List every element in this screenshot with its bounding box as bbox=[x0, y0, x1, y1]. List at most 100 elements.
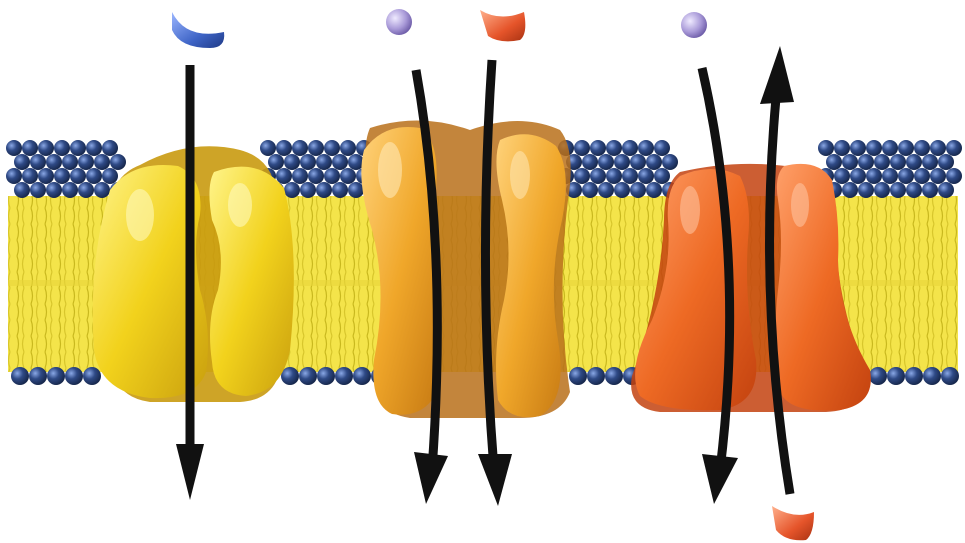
head-group-bead bbox=[324, 168, 340, 184]
head-group-bead bbox=[335, 367, 353, 385]
head-group-bead bbox=[890, 182, 906, 198]
head-group-bead bbox=[826, 154, 842, 170]
head-group-bead bbox=[914, 168, 930, 184]
head-group-bead bbox=[569, 367, 587, 385]
head-group-bead bbox=[654, 140, 670, 156]
antiporter-highlight bbox=[680, 186, 700, 234]
head-group-bead bbox=[102, 140, 118, 156]
head-group-bead bbox=[299, 367, 317, 385]
head-group-bead bbox=[110, 154, 126, 170]
head-group-bead bbox=[316, 154, 332, 170]
head-group-bead bbox=[905, 367, 923, 385]
head-group-bead bbox=[869, 367, 887, 385]
head-group-bead bbox=[646, 182, 662, 198]
head-group-bead bbox=[47, 367, 65, 385]
head-group-bead bbox=[922, 154, 938, 170]
head-group-bead bbox=[598, 154, 614, 170]
head-group-bead bbox=[94, 154, 110, 170]
head-group-bead bbox=[30, 154, 46, 170]
head-group-bead bbox=[78, 154, 94, 170]
head-group-bead bbox=[78, 182, 94, 198]
head-group-bead bbox=[946, 140, 962, 156]
antiporter-protein bbox=[631, 164, 871, 412]
sphere-icon bbox=[681, 12, 707, 38]
head-group-bead bbox=[866, 168, 882, 184]
head-group-bead bbox=[606, 140, 622, 156]
uniporter-highlight bbox=[228, 183, 252, 227]
head-group-bead bbox=[906, 154, 922, 170]
head-group-bead bbox=[842, 182, 858, 198]
head-group-bead bbox=[834, 168, 850, 184]
head-group-bead bbox=[38, 168, 54, 184]
head-group-bead bbox=[86, 168, 102, 184]
wedge-icon bbox=[772, 506, 814, 540]
head-group-bead bbox=[54, 140, 70, 156]
head-group-bead bbox=[260, 140, 276, 156]
uniporter-highlight bbox=[126, 189, 154, 241]
head-group-bead bbox=[340, 168, 356, 184]
head-group-bead bbox=[858, 154, 874, 170]
head-group-bead bbox=[276, 168, 292, 184]
head-group-bead bbox=[284, 182, 300, 198]
head-group-bead bbox=[874, 154, 890, 170]
head-group-bead bbox=[83, 367, 101, 385]
head-group-bead bbox=[268, 154, 284, 170]
head-group-bead bbox=[14, 182, 30, 198]
head-group-bead bbox=[317, 367, 335, 385]
head-group-bead bbox=[866, 140, 882, 156]
head-group-bead bbox=[914, 140, 930, 156]
sphere-icon bbox=[386, 9, 412, 35]
head-group-bead bbox=[646, 154, 662, 170]
head-group-bead bbox=[614, 182, 630, 198]
head-group-bead bbox=[638, 140, 654, 156]
head-group-bead bbox=[590, 168, 606, 184]
head-group-bead bbox=[300, 182, 316, 198]
head-group-bead bbox=[930, 168, 946, 184]
head-group-bead bbox=[65, 367, 83, 385]
head-group-bead bbox=[923, 367, 941, 385]
head-group-bead bbox=[887, 367, 905, 385]
head-group-bead bbox=[890, 154, 906, 170]
head-group-bead bbox=[11, 367, 29, 385]
head-group-bead bbox=[941, 367, 959, 385]
head-group-bead bbox=[605, 367, 623, 385]
head-group-bead bbox=[598, 182, 614, 198]
head-group-bead bbox=[630, 182, 646, 198]
head-group-bead bbox=[614, 154, 630, 170]
head-group-bead bbox=[582, 154, 598, 170]
symporter-highlight bbox=[510, 151, 530, 199]
wedge-icon bbox=[480, 10, 525, 41]
head-group-bead bbox=[308, 140, 324, 156]
head-group-bead bbox=[882, 168, 898, 184]
head-group-bead bbox=[292, 140, 308, 156]
head-group-bead bbox=[300, 154, 316, 170]
head-group-bead bbox=[858, 182, 874, 198]
head-group-bead bbox=[6, 140, 22, 156]
head-group-bead bbox=[622, 140, 638, 156]
head-group-bead bbox=[874, 182, 890, 198]
head-group-bead bbox=[834, 140, 850, 156]
head-group-bead bbox=[70, 140, 86, 156]
head-group-bead bbox=[6, 168, 22, 184]
head-group-bead bbox=[348, 182, 364, 198]
head-group-bead bbox=[292, 168, 308, 184]
head-group-bead bbox=[882, 140, 898, 156]
antiporter-highlight bbox=[791, 183, 809, 227]
head-group-bead bbox=[850, 140, 866, 156]
head-group-bead bbox=[898, 140, 914, 156]
head-group-bead bbox=[86, 140, 102, 156]
head-group-bead bbox=[38, 140, 54, 156]
head-group-bead bbox=[316, 182, 332, 198]
head-group-bead bbox=[276, 140, 292, 156]
head-group-bead bbox=[94, 182, 110, 198]
head-group-bead bbox=[938, 154, 954, 170]
head-group-bead bbox=[284, 154, 300, 170]
head-group-bead bbox=[54, 168, 70, 184]
head-group-bead bbox=[606, 168, 622, 184]
head-group-bead bbox=[590, 140, 606, 156]
head-group-bead bbox=[818, 140, 834, 156]
head-group-bead bbox=[662, 154, 678, 170]
head-group-bead bbox=[630, 154, 646, 170]
